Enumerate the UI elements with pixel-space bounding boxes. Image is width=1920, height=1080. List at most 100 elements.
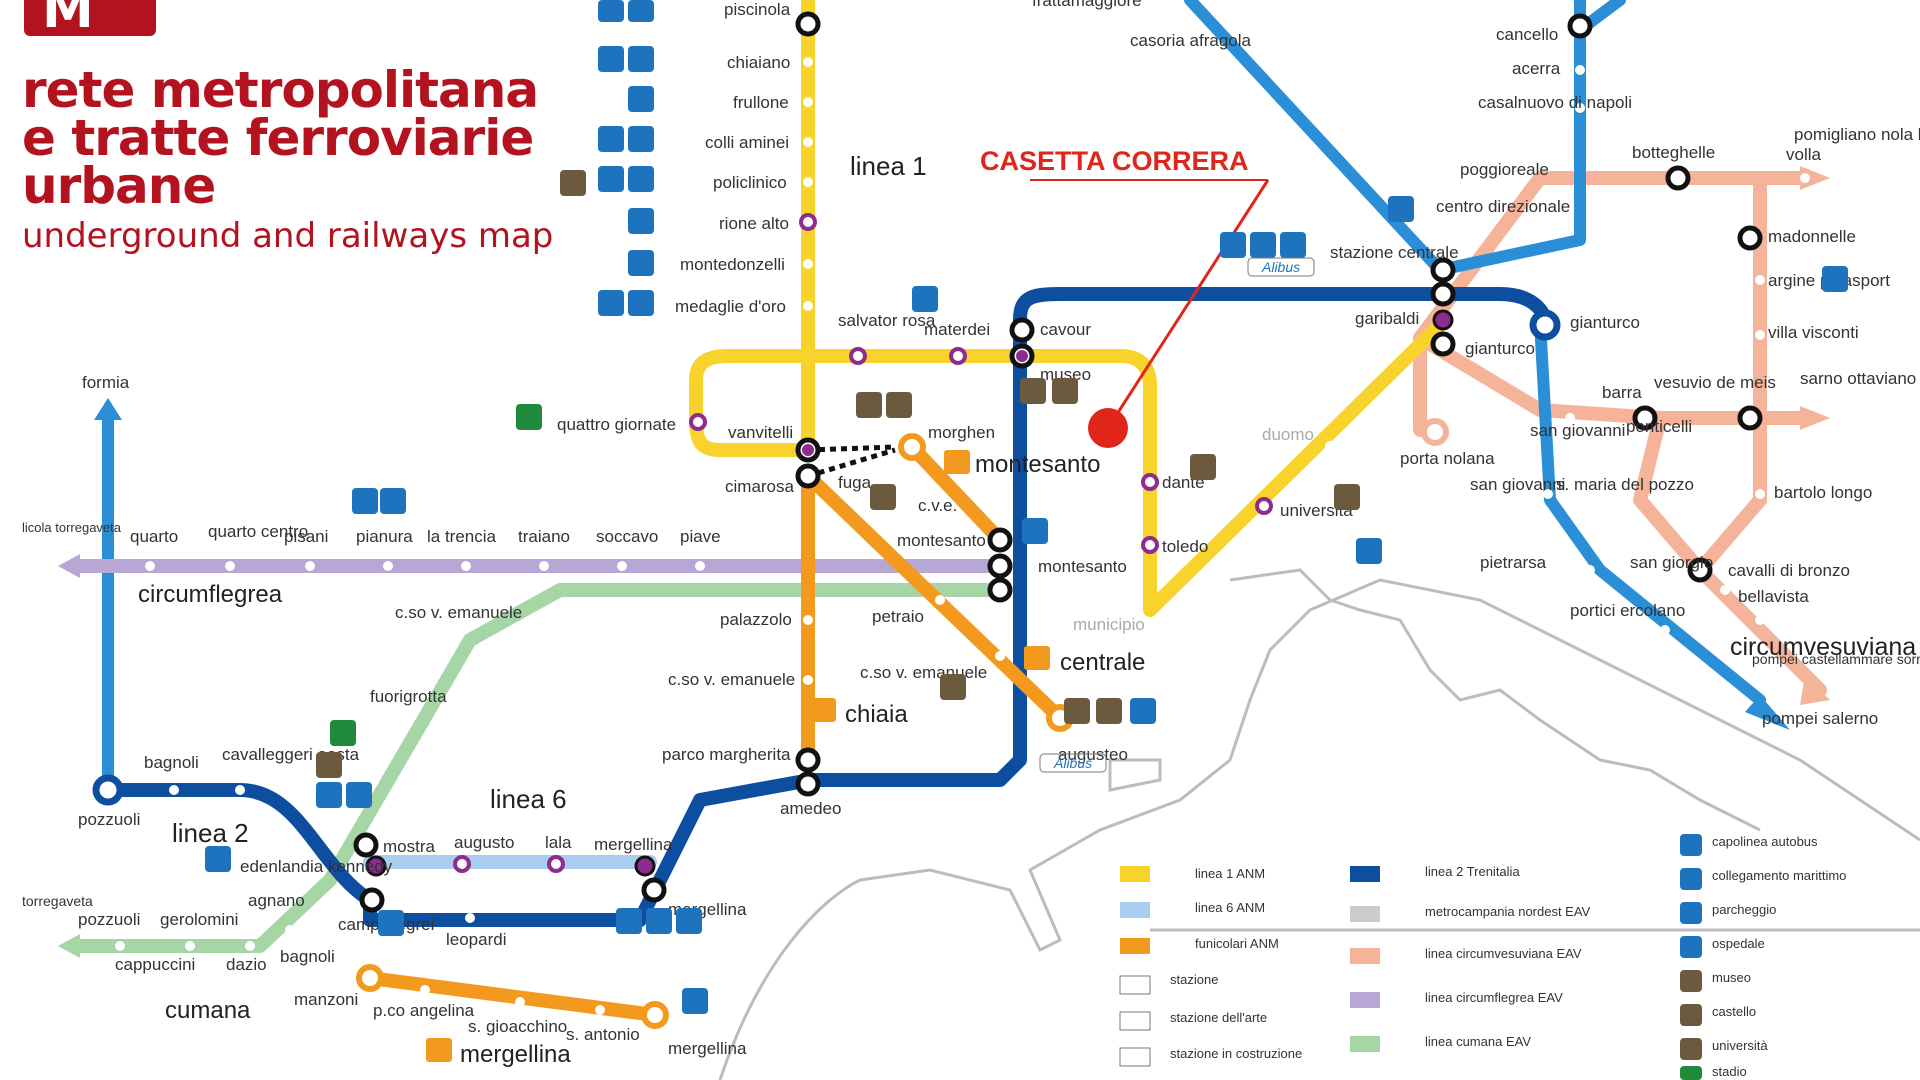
university-icon [940, 674, 966, 700]
legend-linea2: linea 2 Trenitalia [1425, 864, 1520, 879]
metro-logo: M [24, 0, 156, 40]
hospital-icon [628, 290, 654, 316]
legend-museum: museo [1712, 970, 1751, 985]
label-piscinola: piscinola [724, 0, 791, 19]
legend-swatch-arte [1119, 1011, 1151, 1031]
label-quattro-giornate: quattro giornate [557, 415, 676, 434]
label-cavalli: cavalli di bronzo [1728, 561, 1850, 580]
hospital-icon [1680, 936, 1702, 958]
label-montesanto-c: montesanto [1038, 557, 1127, 576]
university-icon [870, 484, 896, 510]
museum-icon [856, 392, 882, 418]
hospital-icon [598, 126, 624, 152]
label-villa-visconti: villa visconti [1768, 323, 1859, 342]
label-montesanto-f: montesanto [897, 531, 986, 550]
label-torregaveta: torregaveta [22, 893, 93, 909]
title-subtitle: underground and railways map [22, 216, 554, 256]
station-ponticelli-node [1737, 405, 1763, 431]
label-chiaia: chiaia [845, 701, 908, 728]
label-s-antonio: s. antonio [566, 1025, 640, 1044]
label-pompei-s: pompei salerno [1762, 709, 1878, 728]
station-pozzuoli-node [92, 774, 124, 806]
label-stazione-centrale: stazione centrale [1330, 243, 1459, 262]
label-manzoni: manzoni [294, 990, 358, 1009]
terminus-manzoni [356, 964, 384, 992]
station-montesanto-node-2 [987, 553, 1013, 579]
legend-circumflegrea: linea circumflegrea EAV [1425, 990, 1563, 1005]
museum-icon [1064, 698, 1090, 724]
label-pietrarsa: pietrarsa [1480, 553, 1547, 572]
label-bagnoli: bagnoli [144, 753, 199, 772]
funicular-icon [944, 450, 970, 474]
parking-icon [352, 488, 378, 514]
station-garibaldi-node-1 [1430, 257, 1456, 283]
label-bellavista: bellavista [1738, 587, 1809, 606]
label-linea1: linea 1 [850, 151, 927, 181]
university-icon [1334, 484, 1360, 510]
label-volla: volla [1786, 145, 1822, 164]
label-san-giovanni2: san giovanni [1470, 475, 1565, 494]
castle-icon [886, 392, 912, 418]
label-toledo: toledo [1162, 537, 1208, 556]
terminus-porta-nolana [1421, 418, 1449, 446]
label-salvator-rosa: salvator rosa [838, 311, 936, 330]
station-botteghelle-node [1665, 165, 1691, 191]
alibus-label: Alibus [1261, 259, 1300, 275]
label-centrale: centrale [1060, 649, 1145, 676]
label-augusto: augusto [454, 833, 515, 852]
legend-bus: capolinea autobus [1712, 834, 1818, 849]
alibus-badge [1039, 753, 1107, 773]
legend-linea6: linea 6 ANM [1195, 900, 1265, 915]
label-vesuvio: vesuvio de meis [1654, 373, 1776, 392]
stadium-icons [330, 404, 542, 746]
arrow-formia [94, 398, 122, 420]
label-mostra: mostra [383, 837, 436, 856]
label-rione-alto: rione alto [719, 214, 789, 233]
station-gianturco2-node [1529, 309, 1561, 341]
label-gerolomini: gerolomini [160, 910, 238, 929]
label-barra: barra [1602, 383, 1642, 402]
label-leopardi: leopardi [446, 930, 507, 949]
label-poggioreale: poggioreale [1460, 160, 1549, 179]
coastline [718, 568, 1920, 1080]
label-acerra: acerra [1512, 59, 1561, 78]
label-cimarosa: cimarosa [725, 477, 795, 496]
legend-university: università [1712, 1038, 1768, 1053]
label-pomigliano: pomigliano nola baiano [1794, 125, 1920, 144]
legend-swatch-metrocampania [1350, 906, 1380, 922]
legend-arte: stazione dell'arte [1170, 1010, 1267, 1025]
label-quarto: quarto [130, 527, 178, 546]
bus-icon [380, 488, 406, 514]
service-icons [205, 0, 1848, 1014]
label-montedonzelli: montedonzelli [680, 255, 785, 274]
label-materdei: materdei [924, 320, 990, 339]
alibus-label: Alibus [1053, 755, 1092, 771]
legend-hospital: ospedale [1712, 936, 1765, 951]
parking-icon [676, 908, 702, 934]
legend-parking: parcheggio [1712, 902, 1776, 917]
label-agnano: agnano [248, 891, 305, 910]
terminus-mergellina-fun [641, 1001, 669, 1029]
label-colli-aminei: colli aminei [705, 133, 789, 152]
label-garibaldi: garibaldi [1355, 309, 1419, 328]
legend-swatch-linea1 [1120, 866, 1150, 882]
label-centro-dir: centro direzionale [1436, 197, 1570, 216]
legend-ship: collegamento marittimo [1712, 868, 1846, 883]
station-cancello-node [1567, 13, 1593, 39]
linea2-line [101, 287, 1552, 927]
bus-icon [616, 908, 642, 934]
label-cancello: cancello [1496, 25, 1558, 44]
label-licola: licola torregaveta [22, 520, 122, 535]
label-cso-ve-c: c.so v. emanuele [395, 603, 522, 622]
museum-icon [1680, 970, 1702, 992]
museum-icon [1190, 454, 1216, 480]
station-cimarosa-node [795, 463, 821, 489]
label-soccavo: soccavo [596, 527, 658, 546]
legend-swatch-cumana [1350, 1036, 1380, 1052]
label-morghen: morghen [928, 423, 995, 442]
art-station-mergellina [634, 855, 656, 877]
label-san-giovanni: san giovanni [1530, 421, 1625, 440]
legend-metrocampania: metrocampania nordest EAV [1425, 904, 1591, 919]
arrow-torregaveta [58, 934, 80, 958]
legend-swatch-linea6 [1120, 902, 1150, 918]
